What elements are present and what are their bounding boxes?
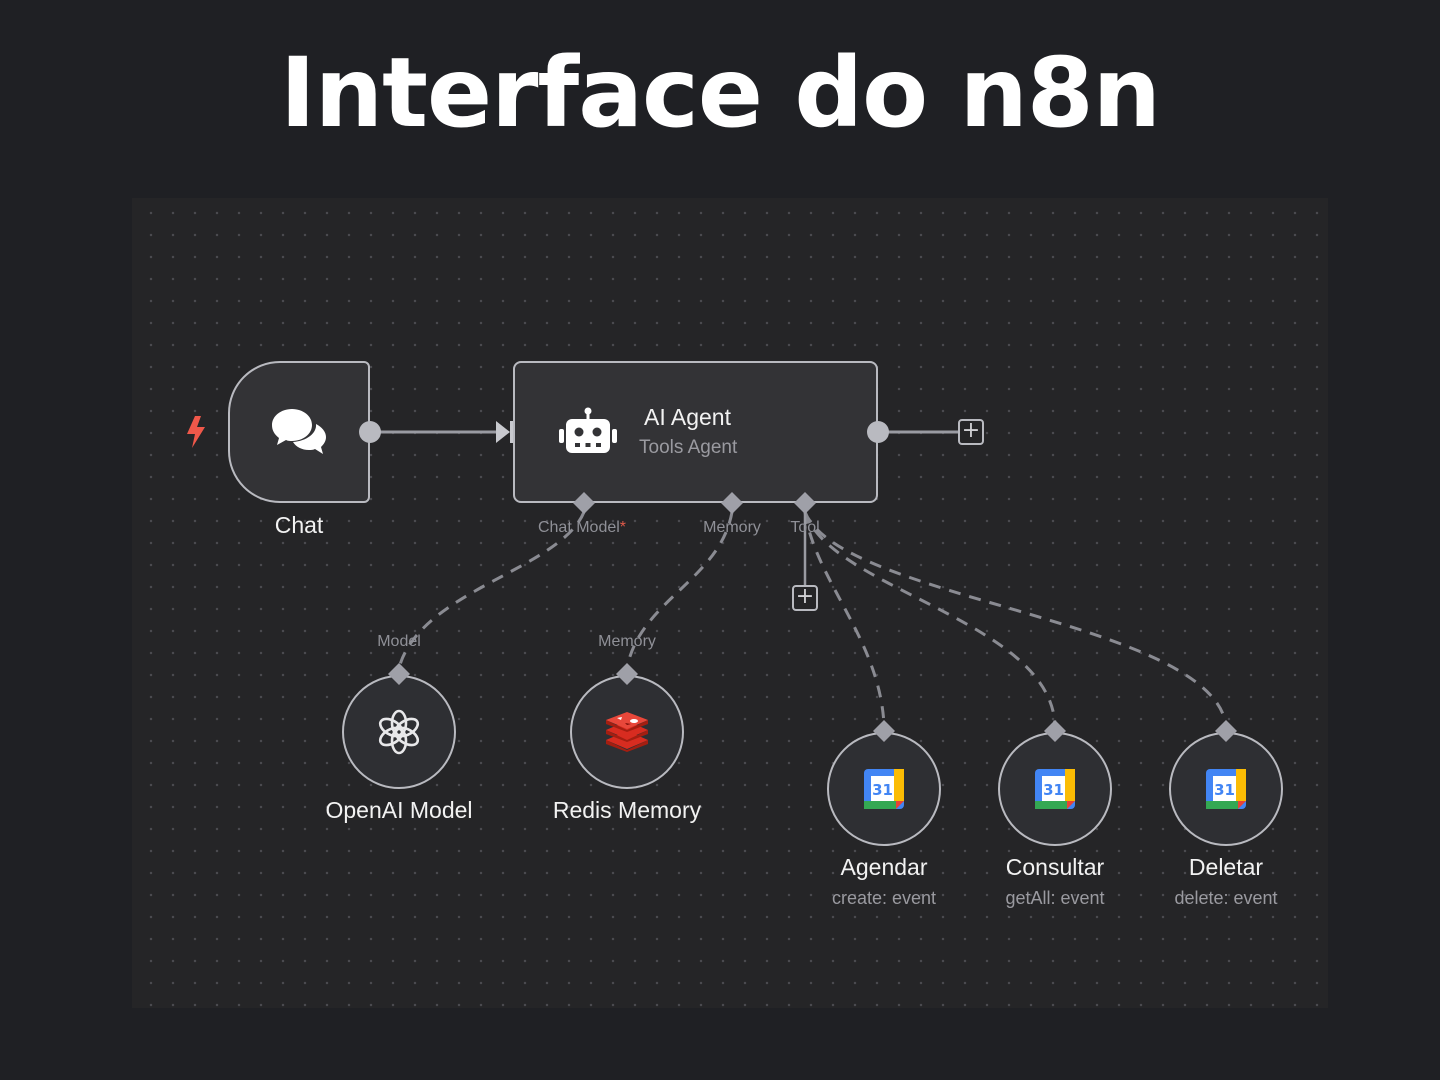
- agendar-node-name: Agendar: [840, 854, 928, 880]
- redis-node-name: Redis Memory: [552, 797, 702, 823]
- required-asterisk: *: [619, 519, 627, 536]
- robot-icon: [559, 407, 617, 453]
- chat-model-port-label: Chat Model*: [538, 519, 626, 537]
- consultar-node-name: Consultar: [1005, 854, 1105, 880]
- consultar-tool-node[interactable]: 31: [998, 732, 1112, 846]
- lightning-bolt-icon: [187, 416, 205, 448]
- page-title: Interface do n8n: [280, 37, 1161, 149]
- chat-model-label-text: Chat Model: [537, 519, 620, 536]
- memory-port[interactable]: [720, 491, 744, 515]
- workflow-canvas[interactable]: [132, 198, 1328, 1008]
- deletar-input-port[interactable]: [1214, 719, 1238, 743]
- add-tool-button[interactable]: +: [792, 585, 818, 611]
- agendar-tool-node[interactable]: 31: [827, 732, 941, 846]
- consultar-input-port[interactable]: [1043, 719, 1067, 743]
- ai-agent-node[interactable]: [513, 361, 878, 503]
- google-calendar-icon: 31: [1206, 769, 1246, 809]
- calendar-day-text: 31: [1214, 781, 1235, 799]
- memory-port-label: Memory: [703, 519, 761, 536]
- add-node-button[interactable]: +: [958, 419, 984, 445]
- redis-input-port[interactable]: [615, 662, 639, 686]
- chat-output-port[interactable]: [357, 419, 383, 445]
- agendar-input-port[interactable]: [872, 719, 896, 743]
- ai-agent-subtitle: Tools Agent: [639, 437, 738, 458]
- calendar-day-text: 31: [1043, 781, 1064, 799]
- chat-node-name: Chat: [274, 512, 324, 538]
- deletar-node-name: Deletar: [1188, 854, 1264, 880]
- openai-icon: [378, 709, 420, 755]
- chat-model-port[interactable]: [572, 491, 596, 515]
- openai-port-label: Model: [377, 633, 421, 650]
- openai-node-name: OpenAI Model: [325, 797, 473, 823]
- agendar-node-subtitle: create: event: [831, 888, 937, 908]
- openai-model-node[interactable]: [342, 675, 456, 789]
- consultar-node-subtitle: getAll: event: [1005, 888, 1105, 908]
- deletar-tool-node[interactable]: 31: [1169, 732, 1283, 846]
- agent-output-port[interactable]: [865, 419, 891, 445]
- openai-input-port[interactable]: [387, 662, 411, 686]
- tool-port[interactable]: [793, 491, 817, 515]
- ai-agent-title: AI Agent: [644, 404, 731, 430]
- deletar-node-subtitle: delete: event: [1174, 888, 1278, 908]
- calendar-day-text: 31: [872, 781, 893, 799]
- chat-bubbles-icon: [272, 409, 326, 454]
- chat-trigger-node[interactable]: [228, 361, 370, 503]
- redis-port-label: Memory: [598, 633, 656, 650]
- google-calendar-icon: 31: [1035, 769, 1075, 809]
- tool-port-label: Tool: [790, 519, 820, 536]
- google-calendar-icon: 31: [864, 769, 904, 809]
- redis-memory-node[interactable]: [570, 675, 684, 789]
- redis-icon: [606, 712, 648, 752]
